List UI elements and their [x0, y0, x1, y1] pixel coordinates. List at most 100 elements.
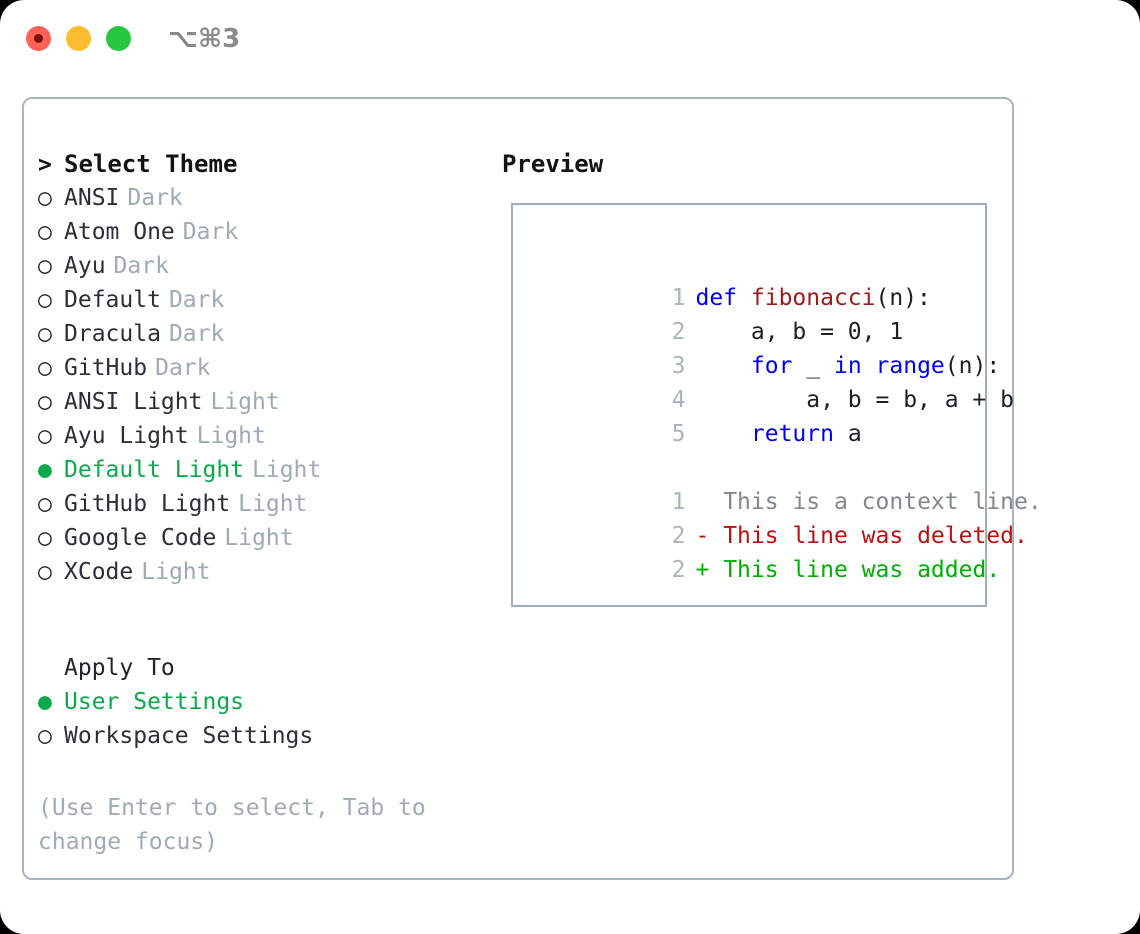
- radio-unselected-icon: ○: [38, 355, 52, 381]
- theme-name: Default Light: [64, 457, 245, 483]
- code-token-plain: (n):: [875, 285, 931, 311]
- theme-list-item[interactable]: ○ Google Code Light: [38, 521, 498, 555]
- radio-unselected-icon: ○: [38, 185, 52, 211]
- theme-list-item[interactable]: ○ ANSI Dark: [38, 181, 498, 215]
- code-token-keyword: for: [750, 353, 793, 379]
- line-number: 5: [671, 421, 686, 447]
- radio-unselected-icon: ○: [38, 287, 52, 313]
- radio-unselected-icon: ○: [38, 423, 52, 449]
- code-token-keyword: in: [833, 353, 862, 379]
- theme-name: ANSI Light: [64, 389, 203, 415]
- minimize-window-icon[interactable]: [66, 26, 91, 51]
- apply-to-option-label: Workspace Settings: [64, 723, 314, 749]
- radio-unselected-icon: ○: [38, 321, 52, 347]
- diff-line-added: 2+ This line was added.: [513, 519, 1001, 583]
- select-theme-label: Select Theme: [64, 150, 238, 178]
- radio-unselected-icon: ○: [38, 389, 52, 415]
- apply-to-option-label: User Settings: [64, 689, 245, 715]
- radio-unselected-icon: ○: [38, 525, 52, 551]
- diff-text: This line was deleted.: [723, 523, 1028, 549]
- theme-name: Ayu: [64, 253, 106, 279]
- diff-sign: +: [695, 557, 710, 583]
- theme-list-item[interactable]: ○ ANSI Light Light: [38, 385, 498, 419]
- theme-name: XCode: [64, 559, 134, 585]
- radio-selected-icon: ●: [38, 457, 52, 483]
- code-token-plain: [862, 353, 876, 379]
- diff-line-context: 1 This is a context line.: [513, 451, 1042, 515]
- select-theme-header: > Select Theme: [38, 147, 498, 181]
- diff-line-deleted: 2- This line was deleted.: [513, 485, 1028, 549]
- code-token-keyword: return: [750, 421, 834, 447]
- diff-sign: -: [695, 523, 710, 549]
- theme-name: Default: [64, 287, 161, 313]
- code-token-plain: a, b = 0, 1: [695, 319, 904, 345]
- prompt-caret-icon: >: [38, 152, 52, 178]
- title-bar: ⌥⌘3: [0, 0, 1140, 78]
- theme-list-item[interactable]: ○ GitHub Light Light: [38, 487, 498, 521]
- keyboard-hint-text: (Use Enter to select, Tab to change focu…: [38, 795, 426, 855]
- code-token-plain: (n):: [944, 353, 1001, 379]
- theme-list-item[interactable]: ○ Ayu Light Light: [38, 419, 498, 453]
- theme-name: Google Code: [64, 525, 217, 551]
- line-number: 1: [671, 489, 686, 515]
- theme-name: Atom One: [64, 219, 175, 245]
- radio-unselected-icon: ○: [38, 219, 52, 245]
- code-token-keyword: def: [695, 285, 751, 311]
- preview-title: Preview: [502, 150, 604, 178]
- radio-unselected-icon: ○: [38, 723, 52, 749]
- theme-tag: Light: [196, 423, 266, 449]
- radio-unselected-icon: ○: [38, 253, 52, 279]
- theme-tag: Dark: [155, 355, 211, 381]
- theme-tag: Light: [224, 525, 294, 551]
- theme-tag: Light: [252, 457, 322, 483]
- line-number: 2: [671, 523, 686, 549]
- theme-name: GitHub Light: [64, 491, 231, 517]
- radio-unselected-icon: ○: [38, 559, 52, 585]
- apply-to-label: Apply To: [64, 655, 175, 681]
- apply-to-option-user-settings[interactable]: ● User Settings: [38, 685, 498, 719]
- code-line: 3 for _ in range(n):: [513, 315, 1001, 379]
- radio-selected-icon: ●: [38, 689, 52, 715]
- line-number: 3: [671, 353, 686, 379]
- traffic-lights: [26, 26, 131, 51]
- code-token-plain: [695, 353, 750, 379]
- keyboard-shortcut-label: ⌥⌘3: [168, 24, 241, 54]
- apply-to-option-workspace-settings[interactable]: ○ Workspace Settings: [38, 719, 498, 753]
- diff-sign: [695, 489, 709, 515]
- theme-list-item[interactable]: ○ Atom One Dark: [38, 215, 498, 249]
- theme-name: Ayu Light: [64, 423, 189, 449]
- line-number: 2: [671, 319, 686, 345]
- list-spacer: [38, 589, 498, 651]
- theme-list-item-selected[interactable]: ● Default Light Light: [38, 453, 498, 487]
- code-token-plain: [695, 421, 750, 447]
- theme-list-item[interactable]: ○ Dracula Dark: [38, 317, 498, 351]
- theme-name: ANSI: [64, 185, 120, 211]
- theme-list-item[interactable]: ○ GitHub Dark: [38, 351, 498, 385]
- theme-tag: Dark: [168, 321, 225, 347]
- theme-name: Dracula: [64, 321, 161, 347]
- maximize-window-icon[interactable]: [106, 26, 131, 51]
- close-window-icon[interactable]: [26, 26, 51, 51]
- theme-tag: Light: [238, 491, 308, 517]
- theme-tag: Dark: [127, 185, 183, 211]
- code-token-builtin: range: [875, 353, 945, 379]
- code-token-plain: a, b = b, a + b: [695, 387, 1014, 413]
- theme-tag: Light: [210, 389, 280, 415]
- code-token-function: fibonacci: [750, 285, 876, 311]
- theme-name: GitHub: [64, 355, 148, 381]
- theme-tag: Dark: [182, 219, 239, 245]
- hint-spacer: [38, 753, 498, 787]
- line-number: 4: [671, 387, 686, 413]
- radio-unselected-icon: ○: [38, 491, 52, 517]
- code-line: 2 a, b = 0, 1: [513, 281, 985, 345]
- code-line: 5 return a: [513, 383, 985, 447]
